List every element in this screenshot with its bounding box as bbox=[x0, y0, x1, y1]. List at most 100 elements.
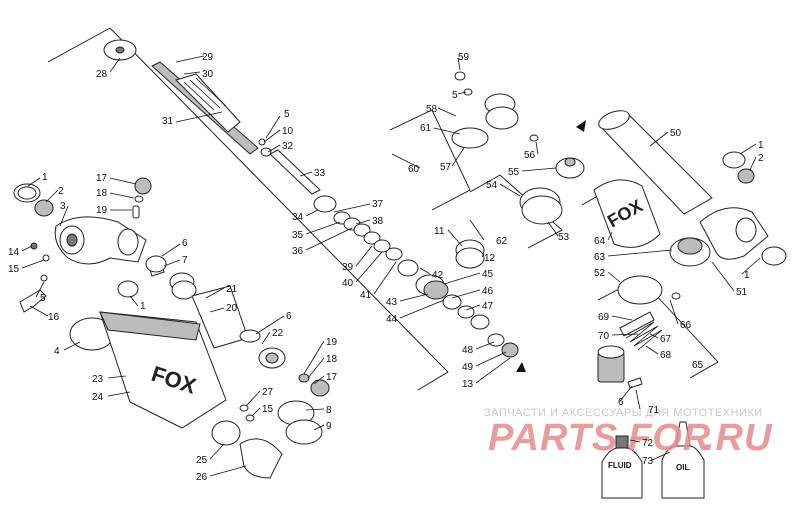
callout-28: 28 bbox=[96, 69, 108, 80]
callout-59: 59 bbox=[458, 52, 470, 63]
shock-body: FOX bbox=[69, 272, 330, 479]
callout-22: 22 bbox=[272, 328, 284, 339]
callout-53: 53 bbox=[558, 232, 570, 243]
callout-69: 69 bbox=[598, 312, 610, 323]
callout-48: 48 bbox=[462, 345, 474, 356]
leader-lines bbox=[21, 55, 761, 477]
callout-56: 56 bbox=[524, 150, 536, 161]
callout-10: 10 bbox=[282, 126, 294, 137]
callout-50: 50 bbox=[670, 128, 682, 139]
callout-19-head: 19 bbox=[96, 205, 108, 216]
callout-45: 45 bbox=[482, 269, 494, 280]
callout-4: 4 bbox=[54, 346, 60, 357]
callout-18-body: 18 bbox=[326, 354, 338, 365]
callout-57: 57 bbox=[440, 162, 452, 173]
callout-37: 37 bbox=[372, 199, 384, 210]
callout-3: 3 bbox=[60, 201, 66, 212]
callout-17-body: 17 bbox=[326, 372, 338, 383]
callout-66: 66 bbox=[680, 320, 692, 331]
callout-51: 51 bbox=[736, 287, 748, 298]
callout-27: 27 bbox=[262, 387, 274, 398]
callout-25: 25 bbox=[196, 455, 208, 466]
callout-1-lower: 1 bbox=[744, 270, 750, 281]
watermark: ЗАПЧАСТИ И АКСЕССУАРЫ ДЛЯ МОТОТЕХНИКИ PA… bbox=[484, 407, 773, 459]
callout-16: 16 bbox=[48, 312, 60, 323]
callout-30: 30 bbox=[202, 69, 214, 80]
callout-70: 70 bbox=[598, 331, 610, 342]
callout-14: 14 bbox=[8, 247, 20, 258]
callout-41: 41 bbox=[360, 290, 372, 301]
callout-42: 42 bbox=[432, 270, 444, 281]
callout-26: 26 bbox=[196, 472, 208, 483]
callout-36: 36 bbox=[292, 246, 304, 257]
fluid-bottle-label: FLUID bbox=[608, 461, 632, 470]
callout-39: 39 bbox=[342, 262, 354, 273]
callout-13: 13 bbox=[462, 379, 474, 390]
callout-38: 38 bbox=[372, 216, 384, 227]
callout-12: 12 bbox=[484, 253, 496, 264]
callout-44: 44 bbox=[386, 314, 398, 325]
callout-15-head: 15 bbox=[8, 264, 20, 275]
callout-68: 68 bbox=[660, 350, 672, 361]
valve-stack bbox=[313, 195, 526, 372]
callout-6-body: 6 bbox=[182, 238, 188, 249]
callout-18-head: 18 bbox=[96, 188, 108, 199]
reservoir-head bbox=[13, 177, 167, 313]
callout-24: 24 bbox=[92, 392, 104, 403]
callout-5-cap: 5 bbox=[452, 90, 458, 101]
callout-8: 8 bbox=[326, 405, 332, 416]
callout-2-right: 2 bbox=[758, 153, 764, 164]
callout-33: 33 bbox=[314, 168, 326, 179]
callout-71: 71 bbox=[648, 405, 660, 416]
callout-43: 43 bbox=[386, 297, 398, 308]
callout-64: 64 bbox=[594, 236, 606, 247]
callout-47: 47 bbox=[482, 301, 494, 312]
callout-11: 11 bbox=[434, 226, 445, 237]
callout-62: 62 bbox=[496, 236, 508, 247]
callout-52: 52 bbox=[594, 268, 606, 279]
callout-5-shaft: 5 bbox=[284, 109, 290, 120]
callout-49: 49 bbox=[462, 362, 474, 373]
callout-72: 72 bbox=[642, 438, 654, 449]
callout-63: 63 bbox=[594, 252, 606, 263]
callout-15-body: 15 bbox=[262, 404, 274, 415]
callout-1-head: 1 bbox=[42, 172, 48, 183]
compression-valve bbox=[597, 311, 663, 389]
callout-19-body: 19 bbox=[326, 337, 338, 348]
shaft-assembly bbox=[103, 39, 321, 195]
oil-bottle-label: OIL bbox=[676, 463, 689, 472]
callout-40: 40 bbox=[342, 278, 354, 289]
callout-labels: 28 29 30 31 5 10 32 33 1 2 3 17 18 19 14… bbox=[8, 52, 764, 483]
callout-29: 29 bbox=[202, 52, 214, 63]
right-reservoir: FOX bbox=[593, 110, 787, 305]
callout-32: 32 bbox=[282, 141, 294, 152]
callout-65: 65 bbox=[692, 360, 704, 371]
callout-1-right: 1 bbox=[758, 140, 764, 151]
callout-1-body: 1 bbox=[140, 301, 146, 312]
callout-31: 31 bbox=[162, 116, 174, 127]
callout-61: 61 bbox=[420, 123, 432, 134]
callout-60: 60 bbox=[408, 164, 420, 175]
callout-55: 55 bbox=[508, 167, 520, 178]
callout-73: 73 bbox=[642, 456, 654, 467]
callout-23: 23 bbox=[92, 374, 104, 385]
callout-58: 58 bbox=[426, 104, 438, 115]
callout-34: 34 bbox=[292, 212, 304, 223]
watermark-brand-mid: FOR bbox=[628, 417, 711, 459]
callout-21: 21 bbox=[226, 284, 238, 295]
callout-6-piston: 6 bbox=[286, 311, 292, 322]
callout-2-head: 2 bbox=[58, 186, 64, 197]
callout-46: 46 bbox=[482, 286, 494, 297]
watermark-caption: ЗАПЧАСТИ И АКСЕССУАРЫ ДЛЯ МОТОТЕХНИКИ bbox=[484, 407, 763, 419]
watermark-brand-left: PARTS bbox=[488, 417, 618, 459]
bottles: FLUID OIL bbox=[601, 421, 705, 499]
callout-7: 7 bbox=[182, 255, 188, 266]
callout-5-head: 5 bbox=[40, 293, 46, 304]
watermark-brand-right: .RU bbox=[704, 417, 773, 459]
callout-20: 20 bbox=[226, 303, 238, 314]
callout-67: 67 bbox=[660, 334, 672, 345]
callout-9: 9 bbox=[326, 421, 332, 432]
callout-17-head: 17 bbox=[96, 173, 108, 184]
callout-54: 54 bbox=[486, 180, 498, 191]
